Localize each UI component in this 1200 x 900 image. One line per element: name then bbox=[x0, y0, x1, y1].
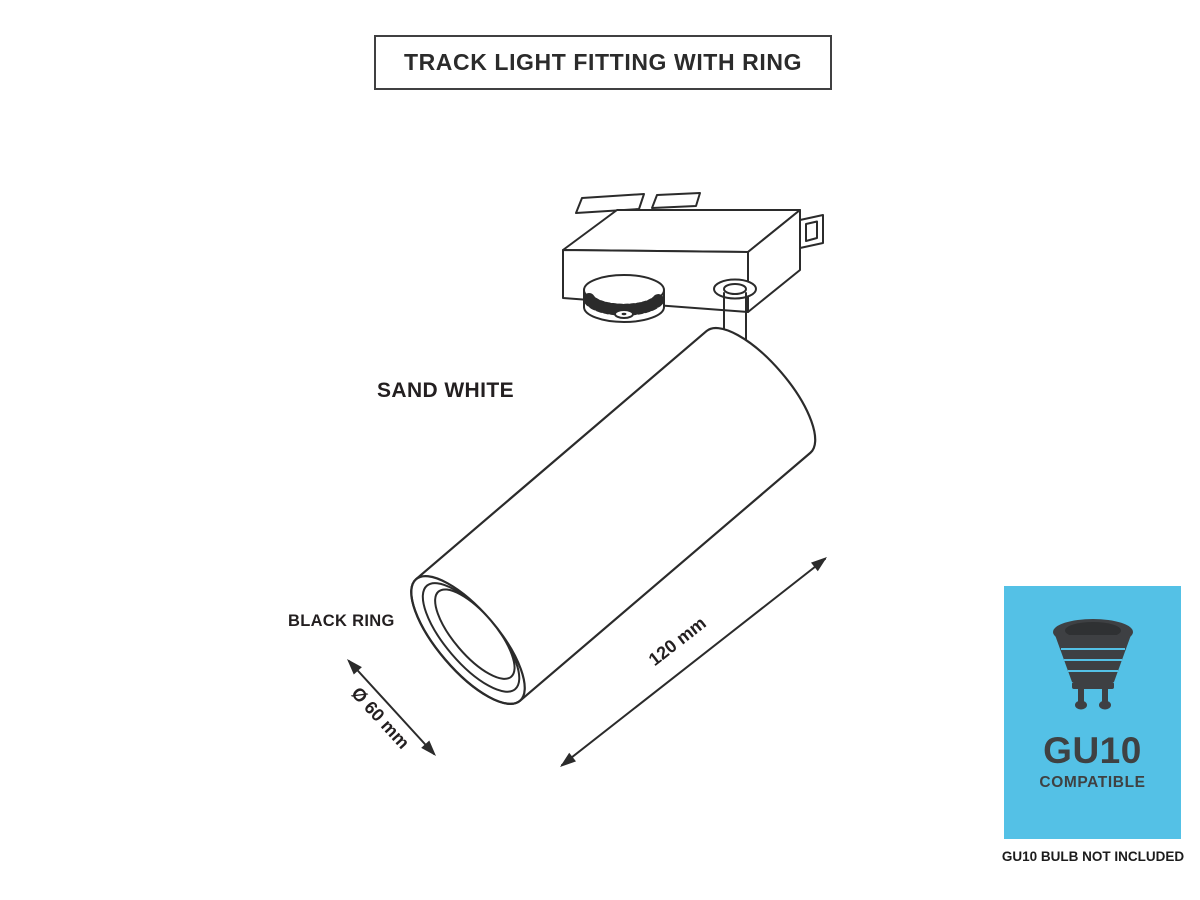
length-dimension-arrow bbox=[560, 557, 827, 767]
bulb-pin bbox=[1077, 689, 1084, 703]
badge-model-text: GU10 bbox=[1043, 730, 1142, 771]
bulb-pin bbox=[1101, 689, 1108, 703]
bulb-pin-foot bbox=[1098, 700, 1111, 710]
bulb-lens bbox=[1064, 622, 1121, 639]
length-dimension-line bbox=[561, 558, 826, 766]
bulb-body bbox=[1054, 635, 1131, 682]
gu10-bulb-icon bbox=[1052, 619, 1133, 710]
diameter-dimension-label: Ø 60 mm bbox=[347, 683, 413, 753]
adapter-clip-slot bbox=[805, 220, 818, 242]
adjustment-knob bbox=[583, 274, 665, 323]
diameter-dimension-line bbox=[348, 660, 435, 755]
lamp-body bbox=[410, 326, 817, 705]
page-title: TRACK LIGHT FITTING WITH RING bbox=[403, 49, 803, 75]
length-dimension-label: 120 mm bbox=[645, 613, 710, 670]
ring-outer-edge bbox=[410, 575, 526, 705]
title-box: TRACK LIGHT FITTING WITH RING bbox=[374, 35, 832, 90]
arrowhead bbox=[811, 557, 827, 572]
stem-socket-inner bbox=[723, 283, 747, 295]
badge-compatible-text: COMPATIBLE bbox=[1039, 774, 1146, 791]
bulb-base bbox=[1071, 682, 1114, 689]
knob-bottom-arc bbox=[583, 306, 665, 323]
arrowhead bbox=[347, 659, 362, 675]
lamp-bore bbox=[434, 588, 516, 680]
arrowhead bbox=[560, 752, 576, 767]
body-finish-label: SAND WHITE bbox=[377, 379, 514, 402]
bulb-pin-foot bbox=[1074, 700, 1087, 710]
ring-color-label: BLACK RING bbox=[288, 612, 395, 630]
diameter-dimension-arrow bbox=[347, 659, 436, 756]
adapter-contact-tab bbox=[651, 192, 701, 209]
knob-screw-dot bbox=[621, 312, 627, 316]
arrowhead bbox=[421, 740, 436, 756]
gu10-compatibility-badge: GU10 COMPATIBLE bbox=[1004, 586, 1181, 839]
bulb-not-included-note: GU10 BULB NOT INCLUDED bbox=[1001, 849, 1185, 864]
